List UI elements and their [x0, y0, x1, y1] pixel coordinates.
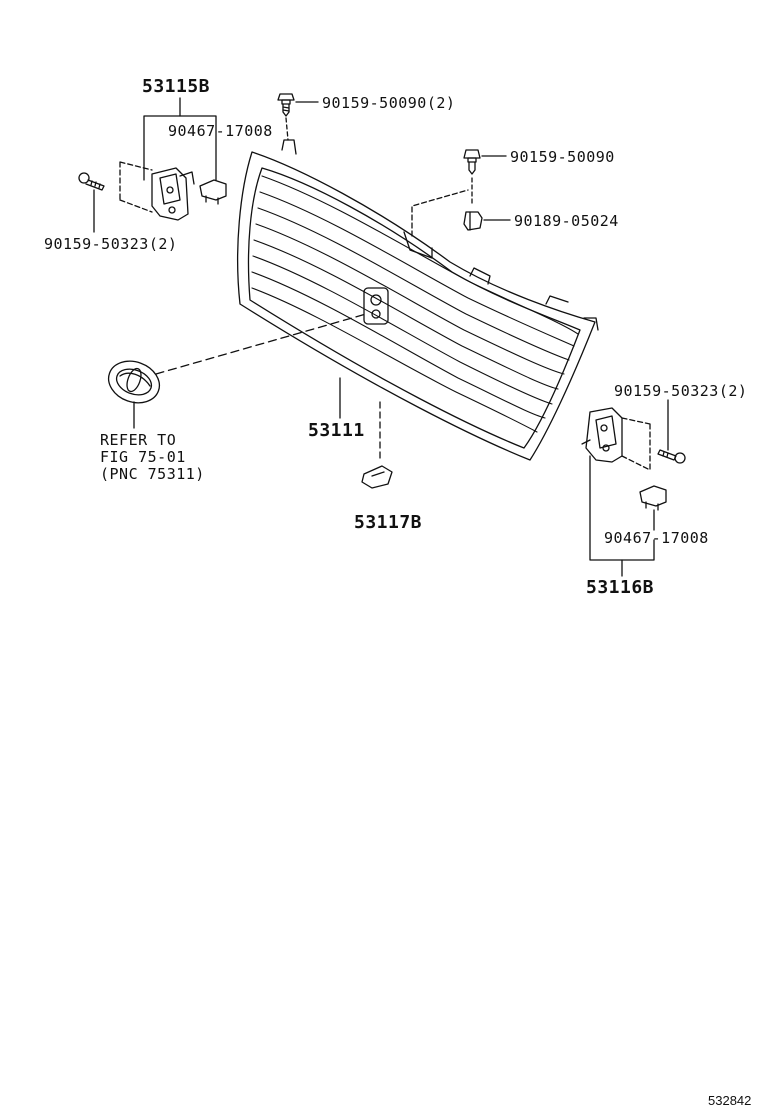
label-90189-05024: 90189-05024 — [514, 212, 619, 230]
grille-emblem-mount — [363, 287, 389, 325]
refer-line-3: (PNC 75311) — [100, 465, 205, 483]
clip-90467-17008-right-icon — [639, 485, 667, 511]
refer-line-2: FIG 75-01 — [100, 448, 186, 466]
clip-53117b-icon — [361, 465, 393, 489]
grille-tab-corner — [583, 317, 599, 331]
bolt-90159-50323-2-left-icon — [78, 172, 105, 191]
bracket-53115b-icon — [151, 167, 195, 221]
label-90159-50090: 90159-50090 — [510, 148, 615, 166]
grille-slats — [251, 175, 579, 433]
label-53115b: 53115B — [142, 76, 211, 97]
grille-tab-left — [281, 139, 297, 155]
grille-tab-right — [469, 267, 491, 285]
grille-53111 — [237, 139, 599, 461]
label-90159-50323-2-right: 90159-50323(2) — [614, 382, 748, 400]
bolt-90159-50090-2-icon — [277, 93, 295, 117]
grille-inner-frame — [247, 167, 581, 449]
emblem-icon — [107, 360, 161, 404]
bracket-53116b-icon — [581, 407, 623, 463]
label-53116b: 53116B — [586, 577, 655, 598]
grille-tab-far-right — [545, 295, 569, 305]
label-53117b: 53117B — [354, 512, 423, 533]
label-90159-50090-2: 90159-50090(2) — [322, 94, 456, 112]
nut-90189-05024-icon — [463, 211, 483, 231]
label-53111: 53111 — [308, 420, 365, 441]
bolt-90159-50090-icon — [463, 149, 481, 175]
label-90159-50323-2-left: 90159-50323(2) — [44, 235, 178, 253]
clip-90467-17008-left-icon — [199, 179, 227, 205]
bolt-90159-50323-2-right-icon — [657, 449, 686, 464]
refer-to-note: REFER TO FIG 75-01 (PNC 75311) — [100, 432, 205, 483]
grille-outer-frame — [237, 151, 596, 461]
diagram-id: 532842 — [708, 1093, 752, 1108]
refer-line-1: REFER TO — [100, 431, 177, 449]
grille-tab-center — [403, 231, 433, 259]
label-90467-17008-right: 90467-17008 — [604, 529, 709, 547]
label-90467-17008-left: 90467-17008 — [168, 122, 273, 140]
